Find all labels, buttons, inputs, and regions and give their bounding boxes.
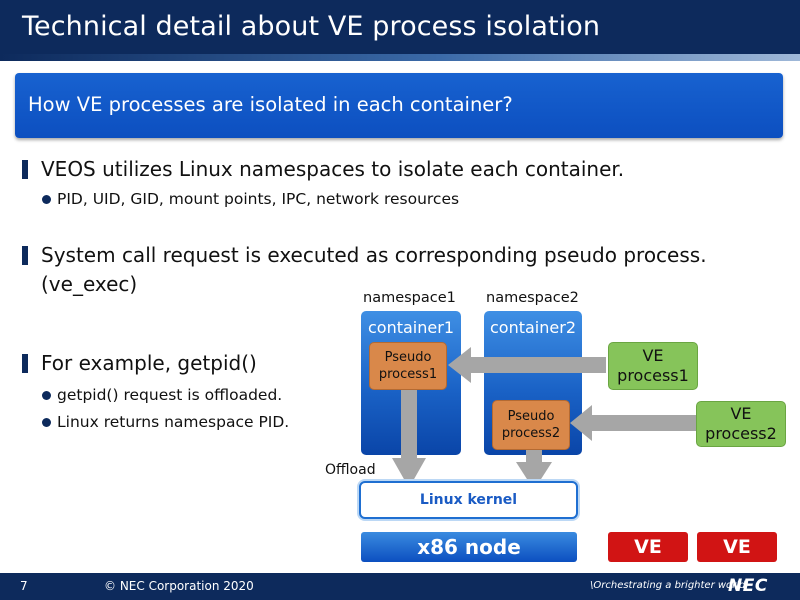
linux-kernel-label: Linux kernel: [419, 492, 518, 508]
bullet-marker: [22, 354, 28, 373]
nec-slogan: \Orchestrating a brighter world: [590, 580, 746, 591]
bullet-getpid-example: For example, getpid(): [22, 349, 322, 378]
sub-bullet-namespace-pid: Linux returns namespace PID.: [42, 412, 304, 433]
namespace1-label: namespace1: [363, 290, 456, 306]
arrow-ve1-to-pseudo1: [448, 347, 606, 383]
slide-title: Technical detail about VE process isolat…: [22, 11, 601, 42]
ve-process1-label: VE process1: [617, 346, 689, 385]
sub-bullet-dot: [42, 418, 51, 427]
bullet-system-call: System call request is executed as corre…: [22, 241, 712, 299]
x86-node-box: x86 node: [361, 532, 577, 562]
sub-bullet-request-offloaded: getpid() request is offloaded.: [42, 385, 332, 406]
nec-logo: NEC: [728, 576, 768, 596]
container2-label: container2: [490, 318, 576, 337]
bullet-text: For example, getpid(): [41, 351, 257, 375]
ve-process2-label: VE process2: [705, 404, 777, 443]
sub-bullet-text: Linux returns namespace PID.: [57, 413, 290, 431]
arrow-offload-pseudo1: [392, 389, 426, 488]
page-number: 7: [20, 579, 28, 593]
title-accent-bar: [0, 54, 800, 61]
namespace2-label: namespace2: [486, 290, 579, 306]
question-text: How VE processes are isolated in each co…: [28, 93, 513, 116]
sub-bullet-text: PID, UID, GID, mount points, IPC, networ…: [57, 190, 460, 208]
ve-card-2-label: VE: [723, 536, 751, 558]
linux-kernel-box: Linux kernel: [359, 481, 578, 519]
pseudo-process2-label: Pseudo process2: [501, 409, 561, 441]
question-box: How VE processes are isolated in each co…: [15, 73, 783, 138]
bullet-marker: [22, 246, 28, 265]
title-bar: Technical detail about VE process isolat…: [0, 0, 800, 54]
bullet-marker: [22, 160, 28, 179]
ve-card-2: VE: [697, 532, 777, 562]
arrow-ve2-to-pseudo2: [570, 405, 696, 441]
ve-process2: VE process2: [696, 401, 786, 447]
ve-process1: VE process1: [608, 342, 698, 390]
sub-bullet-dot: [42, 195, 51, 204]
x86-node-label: x86 node: [417, 535, 521, 559]
ve-card-1: VE: [608, 532, 688, 562]
copyright-text: © NEC Corporation 2020: [104, 579, 254, 593]
bullet-text: System call request is executed as corre…: [41, 243, 707, 296]
bullet-veos-namespaces: VEOS utilizes Linux namespaces to isolat…: [22, 155, 762, 184]
arrow-offload-pseudo2: [516, 449, 552, 490]
sub-bullet-dot: [42, 391, 51, 400]
ve-card-1-label: VE: [634, 536, 662, 558]
pseudo-process1-label: Pseudo process1: [378, 350, 438, 382]
offload-label: Offload: [325, 462, 376, 478]
container1-label: container1: [368, 318, 454, 337]
pseudo-process2: Pseudo process2: [492, 400, 570, 450]
sub-bullet-text: getpid() request is offloaded.: [57, 386, 283, 404]
sub-bullet-namespace-resources: PID, UID, GID, mount points, IPC, networ…: [42, 189, 642, 210]
bullet-text: VEOS utilizes Linux namespaces to isolat…: [41, 157, 625, 181]
footer-bar: 7 © NEC Corporation 2020 \Orchestrating …: [0, 573, 800, 600]
pseudo-process1: Pseudo process1: [369, 342, 447, 390]
